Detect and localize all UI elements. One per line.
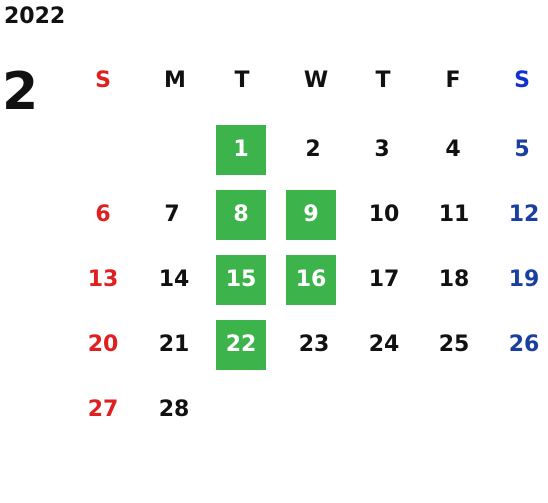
day-cell[interactable]: 3 (374, 137, 390, 162)
weekday-tuesday: T (234, 68, 250, 93)
day-cell[interactable]: 14 (158, 267, 190, 292)
day-cell[interactable]: 12 (508, 202, 540, 227)
day-cell[interactable]: 6 (95, 202, 111, 227)
day-cell[interactable]: 5 (514, 137, 530, 162)
day-cell[interactable]: 26 (508, 332, 540, 357)
day-cell[interactable]: 28 (158, 397, 190, 422)
day-cell[interactable]: 19 (508, 267, 540, 292)
day-cell[interactable]: 23 (298, 332, 330, 357)
month-number: 2 (2, 62, 39, 122)
day-cell[interactable]: 13 (87, 267, 119, 292)
day-cell[interactable]: 25 (438, 332, 470, 357)
year-label: 2022 (4, 4, 66, 29)
day-cell[interactable]: 24 (368, 332, 400, 357)
weekday-thursday: T (375, 68, 391, 93)
day-cell[interactable]: 15 (216, 255, 266, 305)
day-cell[interactable]: 10 (368, 202, 400, 227)
day-cell[interactable]: 8 (216, 190, 266, 240)
weekday-saturday: S (514, 68, 530, 93)
day-cell[interactable]: 17 (368, 267, 400, 292)
day-cell[interactable]: 9 (286, 190, 336, 240)
weekday-friday: F (445, 68, 461, 93)
day-cell[interactable]: 2 (305, 137, 321, 162)
day-cell[interactable]: 22 (216, 320, 266, 370)
day-cell[interactable]: 11 (438, 202, 470, 227)
day-cell[interactable]: 18 (438, 267, 470, 292)
weekday-sunday: S (95, 68, 111, 93)
day-cell[interactable]: 27 (87, 397, 119, 422)
day-cell[interactable]: 20 (87, 332, 119, 357)
day-cell[interactable]: 21 (158, 332, 190, 357)
weekday-wednesday: W (303, 68, 329, 93)
day-cell[interactable]: 4 (445, 137, 461, 162)
day-cell[interactable]: 7 (164, 202, 180, 227)
weekday-monday: M (164, 68, 186, 93)
day-cell[interactable]: 16 (286, 255, 336, 305)
day-cell[interactable]: 1 (216, 125, 266, 175)
